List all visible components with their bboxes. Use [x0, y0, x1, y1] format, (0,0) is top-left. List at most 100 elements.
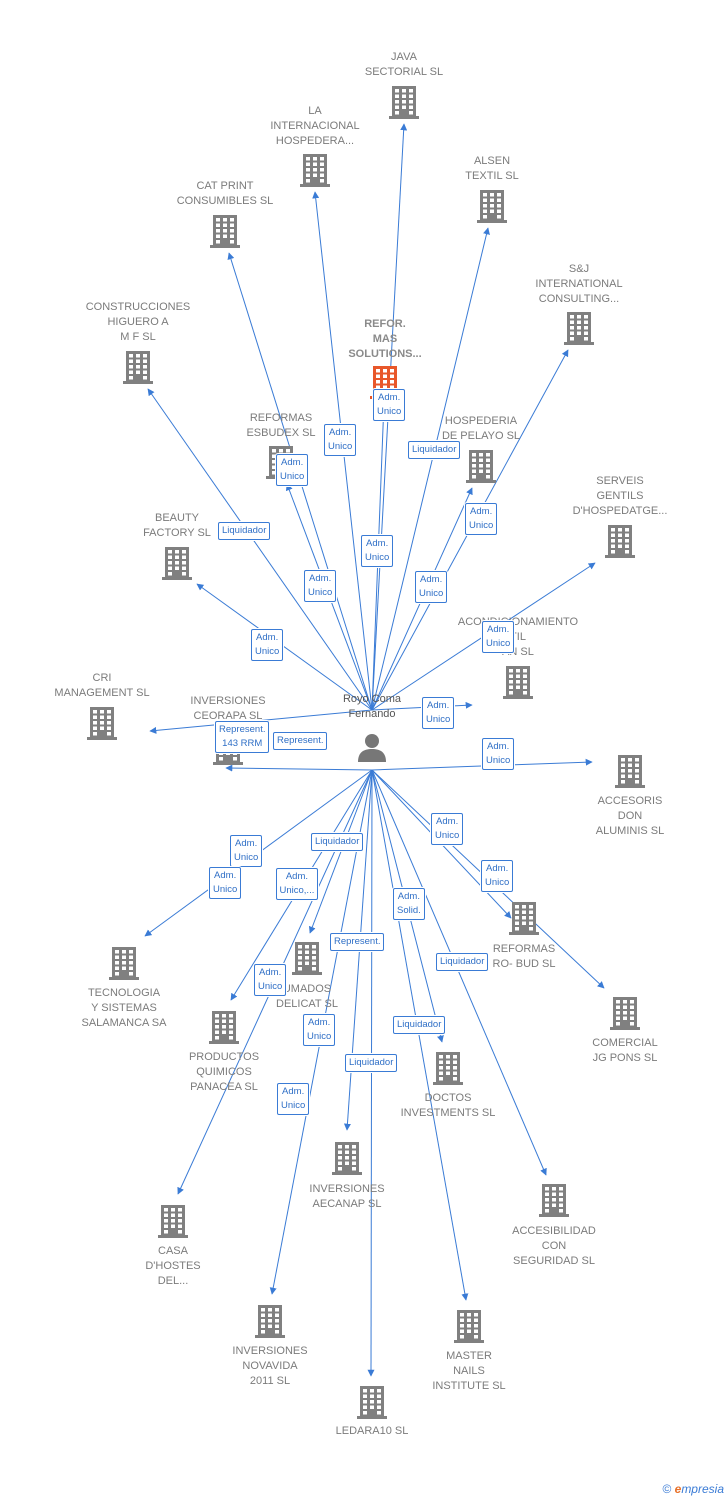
relation-label[interactable]: Represent. — [273, 732, 328, 750]
relation-label[interactable]: Adm. Unico — [254, 964, 287, 996]
relation-label[interactable]: Liquidador — [218, 522, 271, 540]
company-node-cri[interactable] — [87, 706, 117, 745]
relation-label[interactable]: Adm. Unico — [277, 1083, 310, 1115]
relation-label[interactable]: Adm. Unico — [373, 389, 406, 421]
company-node-accesibilidad[interactable] — [539, 1183, 569, 1222]
building-icon — [509, 902, 539, 935]
company-label[interactable]: S&J INTERNATIONAL CONSULTING... — [535, 263, 623, 305]
company-node-construcciones[interactable] — [123, 350, 153, 389]
company-label[interactable]: DOCTOS INVESTMENTS SL — [400, 1092, 496, 1119]
company-node-acondicionamiento[interactable] — [503, 665, 533, 704]
company-node-hospederia[interactable] — [466, 449, 496, 488]
relation-label[interactable]: Represent. — [330, 933, 385, 951]
relation-label[interactable]: Adm. Unico — [481, 860, 514, 892]
relation-label[interactable]: Adm. Unico — [415, 571, 448, 603]
relation-label[interactable]: Liquidador — [436, 953, 489, 971]
relation-label[interactable]: Adm. Solid. — [393, 888, 425, 920]
person-name[interactable]: Royo Coma Fernando — [342, 693, 402, 720]
company-label[interactable]: ALSEN TEXTIL SL — [465, 155, 519, 182]
building-icon — [610, 997, 640, 1030]
company-node-accesoris[interactable] — [615, 754, 645, 793]
footer-brand: © empresia — [662, 1482, 724, 1496]
company-label[interactable]: ACCESIBILIDAD CON SEGURIDAD SL — [512, 1225, 596, 1267]
company-node-doctos[interactable] — [433, 1051, 463, 1090]
relation-label[interactable]: Adm. Unico,... — [275, 868, 319, 900]
edge-ceorapa — [225, 764, 373, 772]
company-node-serveis[interactable] — [605, 524, 635, 563]
building-icon — [109, 947, 139, 980]
company-node-ledara[interactable] — [357, 1385, 387, 1424]
company-label[interactable]: ACONDICIONAMIENTO TIL AN SL — [457, 616, 579, 658]
company-node-tecnologia[interactable] — [109, 946, 139, 985]
relation-label[interactable]: Adm. Unico — [465, 503, 498, 535]
relation-label[interactable]: Represent. 143 RRM — [215, 721, 270, 753]
relation-label[interactable]: Adm. Unico — [251, 629, 284, 661]
relation-label[interactable]: Adm. Unico — [304, 570, 337, 602]
building-icon — [503, 666, 533, 699]
company-node-beauty[interactable] — [162, 546, 192, 585]
company-label[interactable]: REFORMAS RO- BUD SL — [492, 943, 556, 970]
company-label[interactable]: BEAUTY FACTORY SL — [143, 512, 211, 539]
building-icon — [292, 942, 322, 975]
company-label[interactable]: INVERSIONES AECANAP SL — [309, 1183, 385, 1210]
company-label[interactable]: SERVEIS GENTILS D'HOSPEDATGE... — [572, 475, 668, 517]
building-icon — [332, 1142, 362, 1175]
company-label[interactable]: CRI MANAGEMENT SL — [54, 672, 150, 699]
company-label[interactable]: INVERSIONES NOVAVIDA 2011 SL — [232, 1345, 308, 1387]
company-label[interactable]: PRODUCTOS QUIMICOS PANACEA SL — [188, 1051, 260, 1093]
company-label[interactable]: CASA D'HOSTES DEL... — [145, 1245, 201, 1287]
company-label[interactable]: INVERSIONES CEORAPA SL — [190, 695, 266, 722]
building-icon — [158, 1205, 188, 1238]
relation-label[interactable]: Adm. Unico — [324, 424, 357, 456]
company-label[interactable]: ACCESORIS DON ALUMINIS SL — [595, 795, 665, 837]
edge-beauty — [196, 583, 373, 711]
building-icon — [300, 154, 330, 187]
company-node-alsen[interactable] — [477, 189, 507, 228]
company-label[interactable]: MASTER NAILS INSTITUTE SL — [432, 1350, 506, 1392]
company-node-comercial[interactable] — [610, 996, 640, 1035]
company-label[interactable]: REFORMAS ESBUDEX SL — [246, 412, 316, 439]
company-node-ahumados[interactable] — [292, 941, 322, 980]
company-node-reformas_bud[interactable] — [509, 901, 539, 940]
relation-label[interactable]: Adm. Unico — [303, 1014, 336, 1046]
building-icon — [454, 1310, 484, 1343]
relation-label[interactable]: Adm. Unico — [482, 621, 515, 653]
company-label[interactable]: UMADOS DELICAT SL — [276, 983, 338, 1010]
company-node-cat_print[interactable] — [210, 214, 240, 253]
relation-label[interactable]: Liquidador — [393, 1016, 446, 1034]
relation-label[interactable]: Liquidador — [408, 441, 461, 459]
company-label[interactable]: REFOR. MAS SOLUTIONS... — [348, 318, 422, 360]
company-label[interactable]: LA INTERNACIONAL HOSPEDERA... — [270, 105, 360, 147]
relation-label[interactable]: Liquidador — [311, 833, 364, 851]
company-node-casa[interactable] — [158, 1204, 188, 1243]
company-node-java[interactable] — [389, 85, 419, 124]
company-node-sj[interactable] — [564, 311, 594, 350]
company-label[interactable]: COMERCIAL JG PONS SL — [592, 1037, 658, 1064]
company-node-productos[interactable] — [209, 1010, 239, 1049]
relation-label[interactable]: Adm. Unico — [422, 697, 455, 729]
company-node-novavida[interactable] — [255, 1304, 285, 1343]
company-label[interactable]: HOSPEDERIA DE PELAYO SL — [441, 415, 521, 442]
building-icon — [357, 1386, 387, 1419]
building-icon — [477, 190, 507, 223]
company-label[interactable]: CAT PRINT CONSUMIBLES SL — [176, 180, 274, 207]
company-node-aecanap[interactable] — [332, 1141, 362, 1180]
relation-label[interactable]: Adm. Unico — [431, 813, 464, 845]
company-node-master[interactable] — [454, 1309, 484, 1348]
company-label[interactable]: LEDARA10 SL — [335, 1425, 409, 1437]
building-icon — [466, 450, 496, 483]
company-node-la_internacional[interactable] — [300, 153, 330, 192]
relation-label[interactable]: Adm. Unico — [361, 535, 394, 567]
relation-label[interactable]: Liquidador — [345, 1054, 398, 1072]
person-icon[interactable] — [357, 732, 387, 762]
company-label[interactable]: TECNOLOGIA Y SISTEMAS SALAMANCA SA — [81, 987, 167, 1029]
relation-label[interactable]: Adm. Unico — [209, 867, 242, 899]
building-icon — [615, 755, 645, 788]
edge-alsen — [371, 227, 490, 711]
relation-label[interactable]: Adm. Unico — [276, 454, 309, 486]
relation-label[interactable]: Adm. Unico — [230, 835, 263, 867]
relation-label[interactable]: Adm. Unico — [482, 738, 515, 770]
company-label[interactable]: CONSTRUCCIONES HIGUERO A M F SL — [85, 301, 191, 343]
company-label[interactable]: JAVA SECTORIAL SL — [364, 51, 444, 78]
